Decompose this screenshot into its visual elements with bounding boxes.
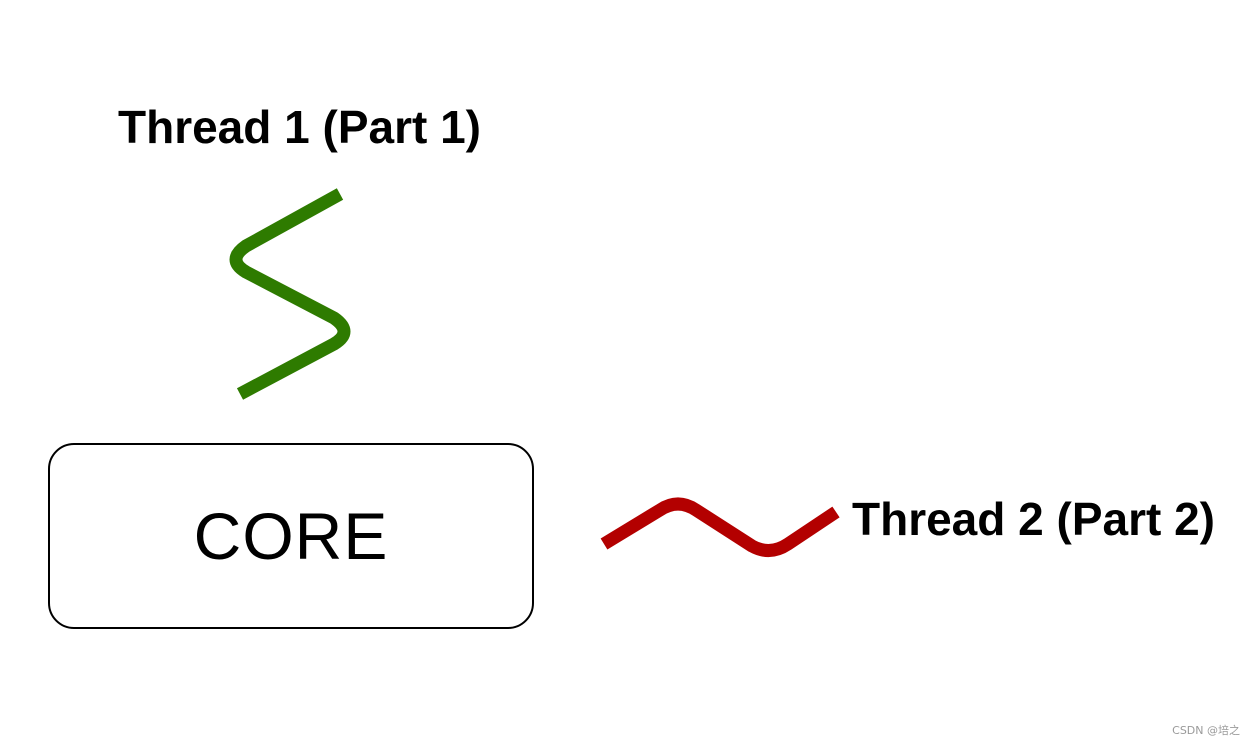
thread-2-wave-line — [600, 497, 840, 557]
watermark-text: CSDN @培之 — [1172, 724, 1240, 737]
core-box: CORE — [48, 443, 534, 629]
thread-2-label: Thread 2 (Part 2) — [852, 493, 1215, 545]
thread-1-label: Thread 1 (Part 1) — [118, 101, 481, 153]
thread-1-zigzag-line — [229, 188, 351, 400]
core-label: CORE — [193, 499, 389, 573]
